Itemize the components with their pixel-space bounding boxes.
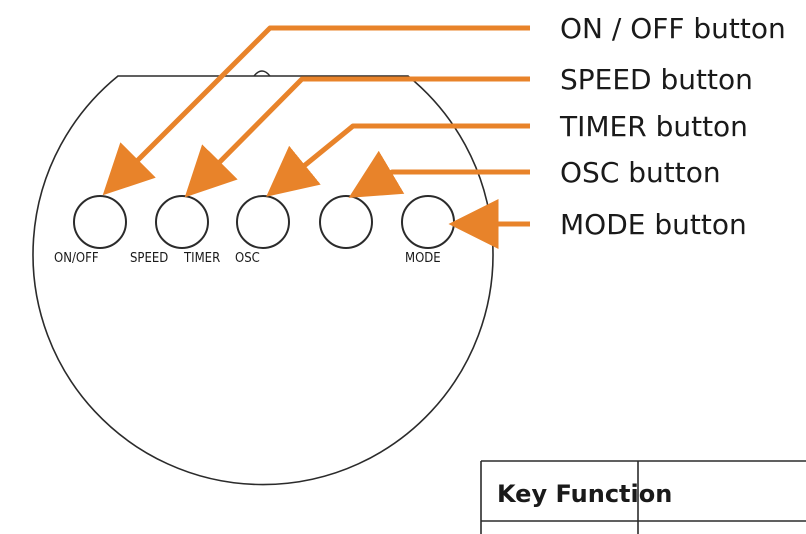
button-label-timer: TIMER [183,251,220,266]
callout-label-on-off: ON / OFF button [560,12,786,45]
button-row [73,195,455,249]
round-button-icon[interactable] [319,195,373,249]
button-label-on-off: ON/OFF [54,251,99,266]
callout-label-osc: OSC button [560,156,721,189]
button-label-mode: MODE [405,251,441,266]
callout-label-timer: TIMER button [559,110,748,143]
round-button-icon[interactable] [73,195,127,249]
device-body-outline [32,75,494,486]
callout-label-mode: MODE button [560,208,747,241]
round-button-icon[interactable] [236,195,290,249]
button-label-osc: OSC [235,251,260,266]
callout-label-speed: SPEED button [560,63,753,96]
callout-arrow-osc [348,150,530,198]
round-button-icon[interactable] [401,195,455,249]
round-button-icon[interactable] [155,195,209,249]
callout-arrow-speed [184,76,530,198]
device-top-notch [253,70,271,77]
table-header-key-function: Key Function [497,480,672,508]
callout-arrow-on-off [102,25,530,196]
callout-arrow-timer [266,123,530,197]
button-label-speed: SPEED [130,251,168,266]
key-function-table [480,460,806,534]
